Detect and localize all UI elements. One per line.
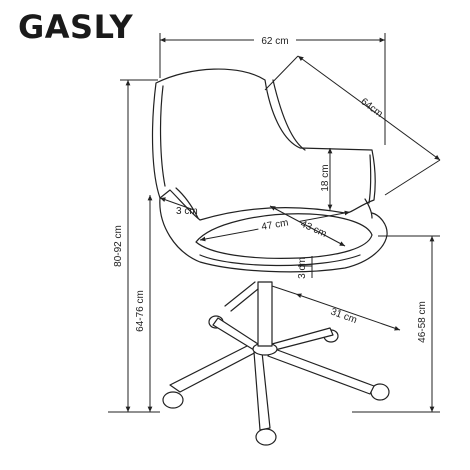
seat-radius-label: 31 cm — [329, 306, 358, 326]
total-height-label: 80-92 cm — [113, 225, 124, 267]
seat-thickness-dimension — [298, 256, 313, 278]
width-label: 62 cm — [261, 36, 288, 47]
seat-height-dimension — [352, 235, 440, 413]
total-height-dimension — [108, 79, 160, 413]
product-title: GASLY — [18, 8, 134, 46]
depth-dimension — [264, 55, 441, 196]
backrest — [151, 68, 376, 221]
seat-thickness-label: 3 cm — [297, 257, 308, 279]
seat-depth-dimension — [269, 205, 346, 247]
seat-radius-dimension — [271, 285, 401, 331]
chair-outline — [151, 68, 390, 446]
frame-thickness-label: 3 cm — [176, 206, 198, 217]
armrest-floor-height-label: 64-76 cm — [135, 290, 146, 332]
seat-height-label: 46-58 cm — [417, 301, 428, 343]
armrest-height-label: 18 cm — [320, 164, 331, 191]
frame-thickness-dimension — [159, 197, 195, 211]
gas-cylinder — [224, 281, 273, 347]
